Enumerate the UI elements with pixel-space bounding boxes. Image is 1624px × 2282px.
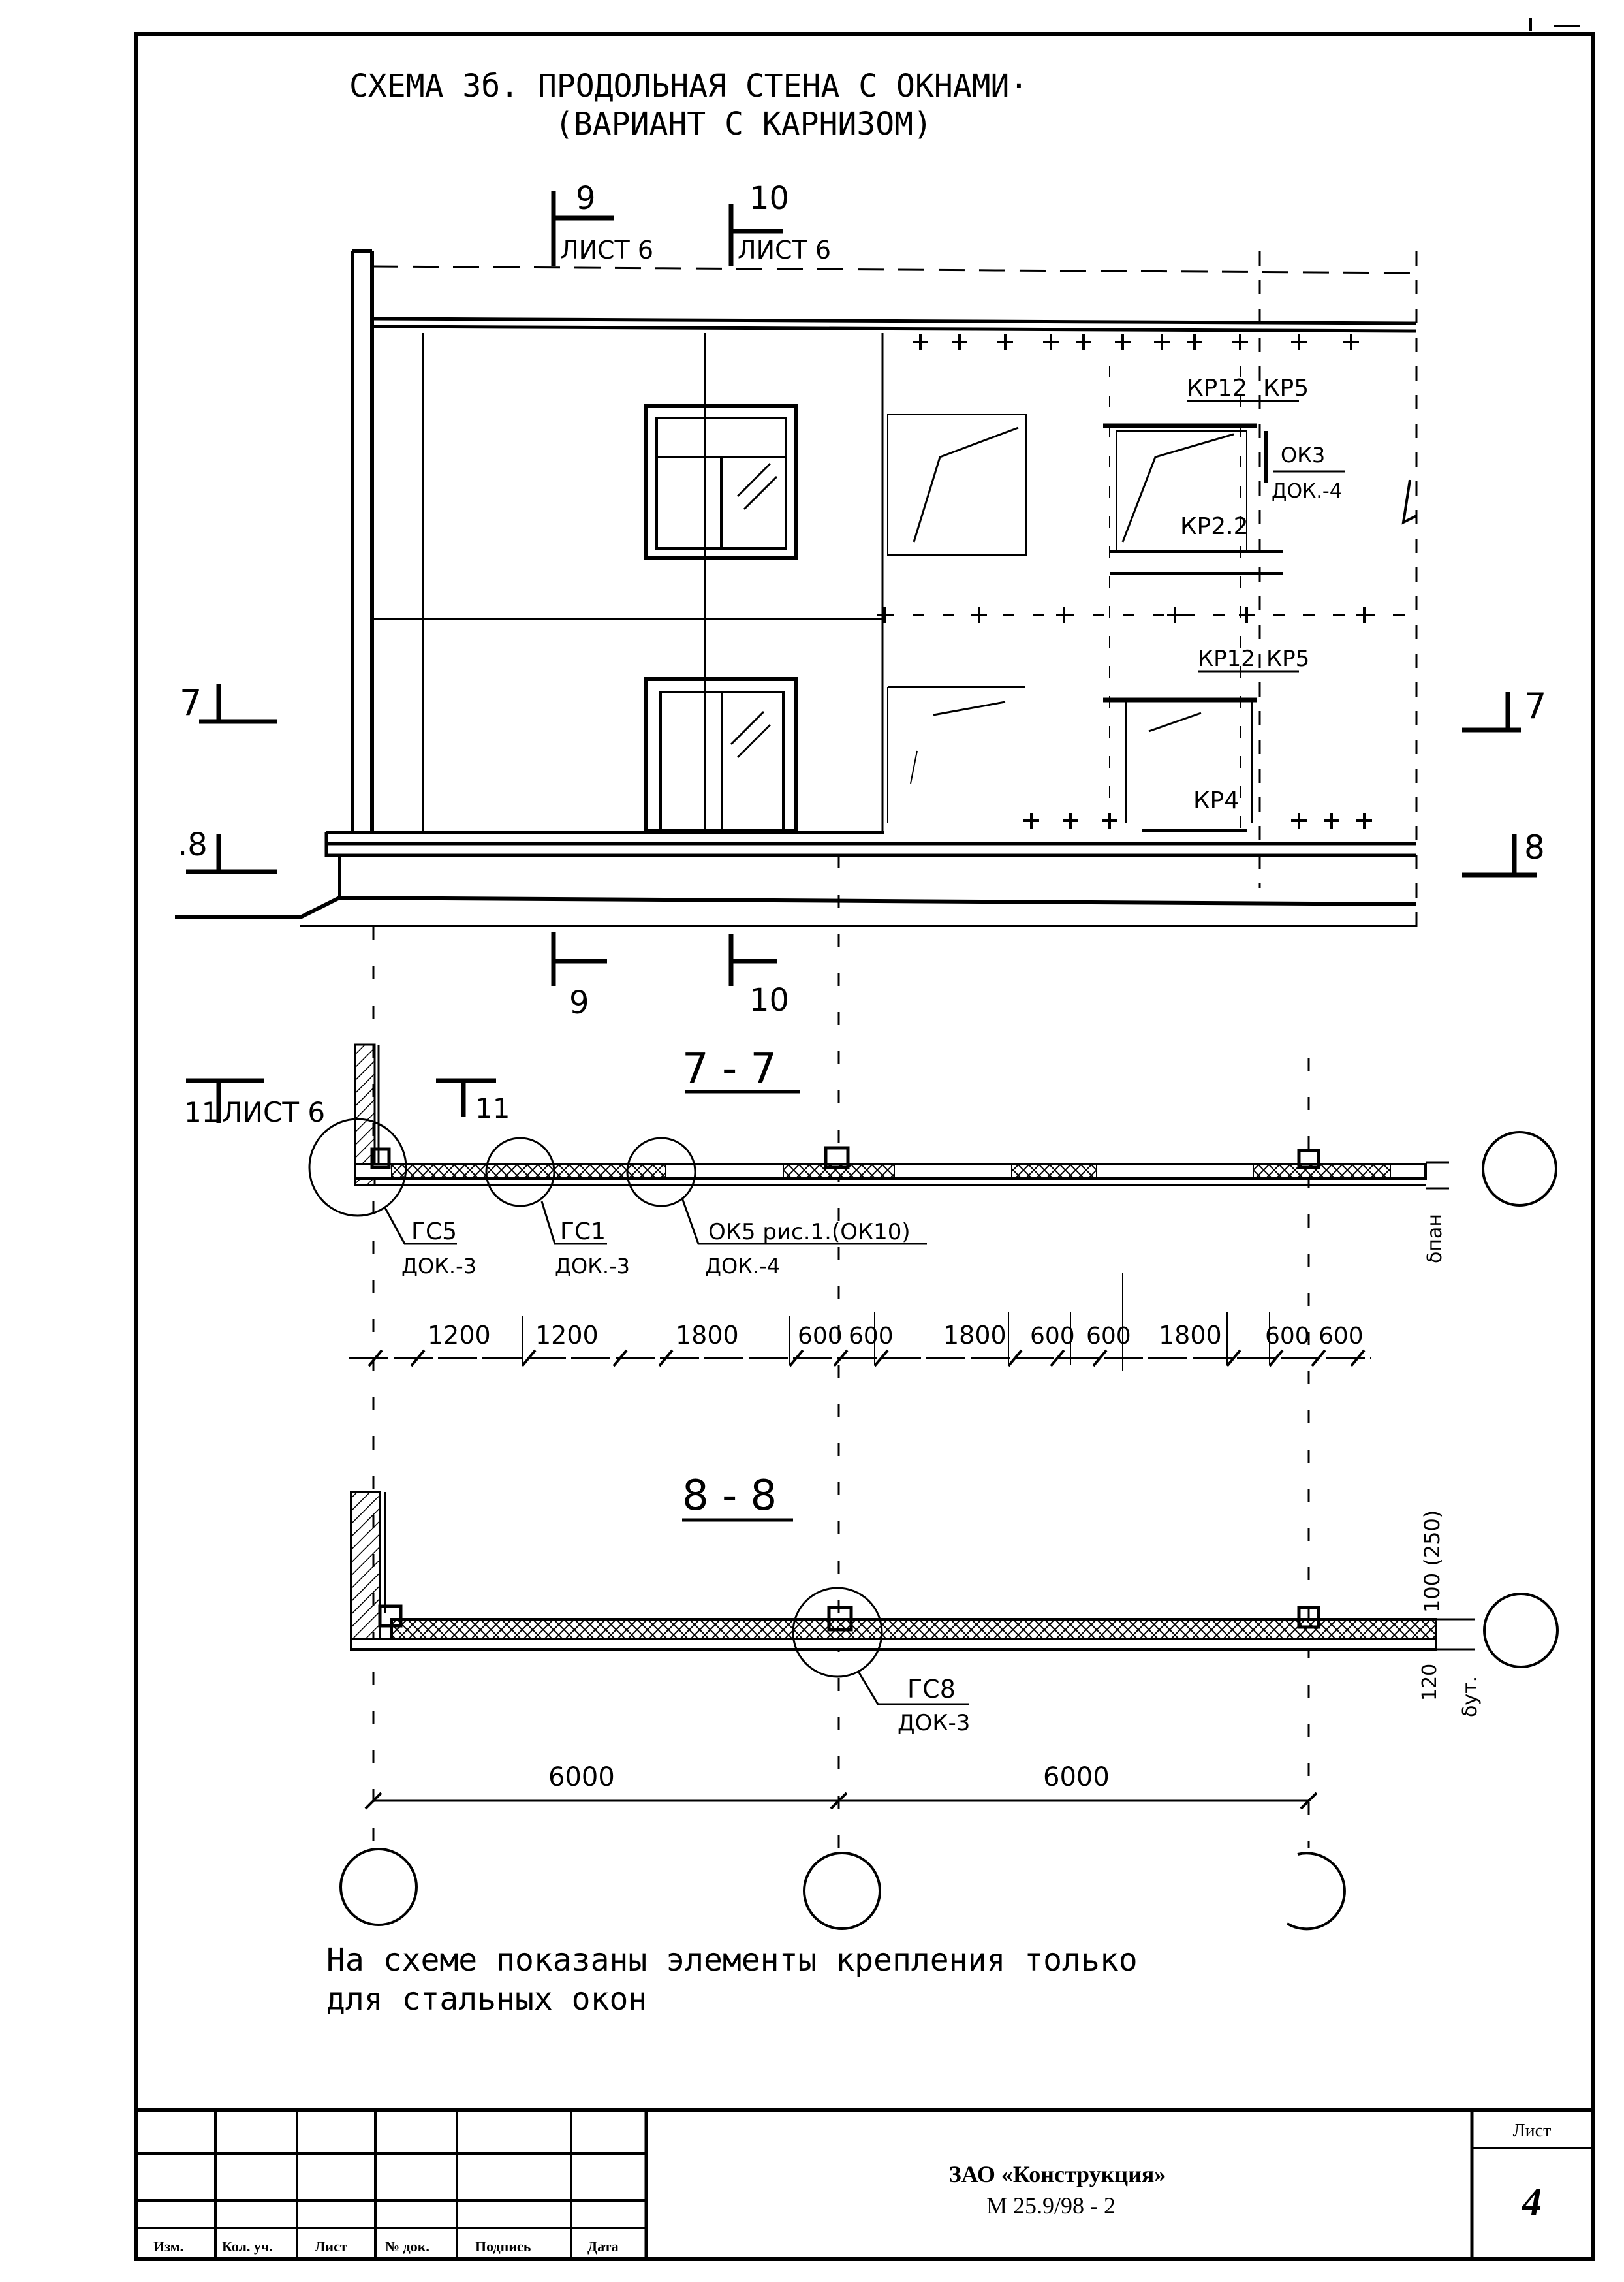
section-9-bottom-label: 9 [569, 985, 589, 1021]
cut-8-left-label: .8 [178, 827, 208, 863]
note-line-2: для стальных окон [326, 1981, 647, 2018]
span-6000-left: 6000 [548, 1762, 615, 1792]
gc8-doc-label: ДОК-3 [898, 1710, 970, 1736]
section-10-number: 10 [749, 180, 789, 217]
dim-1800-c: 1800 [1159, 1321, 1222, 1350]
dim-600-b: 600 [849, 1323, 894, 1350]
dim-1200-b: 1200 [535, 1321, 599, 1350]
sheet-label: Лист [1513, 2121, 1552, 2141]
kp5-top-label: КР5 [1263, 375, 1309, 402]
plan-section-7-7: 7 - 7 11 ЛИСТ 6 11 ГС5 ДОК.-3 ГС1 ДОК [184, 1043, 1557, 1371]
axis-bubble-middle [803, 1852, 881, 1930]
schema-title-line2: (ВАРИАНТ С КАРНИЗОМ) [555, 106, 932, 142]
axis-bubble-right [1286, 1852, 1346, 1931]
mark-11-sheet: ЛИСТ 6 [222, 1096, 325, 1128]
mark-11-right: 11 [475, 1092, 510, 1124]
dim-1800-b: 1800 [943, 1321, 1007, 1350]
kp5-mid-label: КР5 [1266, 646, 1309, 672]
insulation-thickness-label: δут. [1459, 1676, 1482, 1717]
corner-mark [1529, 18, 1580, 31]
gc5-label: ГС5 [411, 1218, 457, 1245]
cut-7-left-label: 7 [180, 682, 202, 723]
organization-name: ЗАО «Конструкция» [949, 2161, 1166, 2187]
gc8-label: ГС8 [907, 1675, 956, 1704]
section-9-number: 9 [576, 180, 596, 217]
section-9-sheet: ЛИСТ 6 [560, 236, 653, 264]
section-7-7-title: 7 - 7 [682, 1045, 777, 1093]
cut-8-right-label: 8 [1524, 829, 1545, 866]
axis-bubble-77 [1482, 1131, 1557, 1207]
wall-elevation: 9 ЛИСТ 6 10 ЛИСТ 6 [175, 180, 1546, 1021]
col-doc-num: № док. [385, 2238, 429, 2255]
title-block: Изм. Кол. уч. Лист № док. Подпись Дата З… [136, 2108, 1593, 2259]
section-mark-9-top [551, 191, 614, 266]
dim-600-d: 600 [1086, 1323, 1131, 1350]
dim-100-250: 100 (250) [1420, 1510, 1444, 1613]
sheet-number: 4 [1522, 2180, 1542, 2223]
col-list: Лист [315, 2238, 347, 2255]
ok3-label: ОК3 [1281, 443, 1325, 467]
section-8-8-title: 8 - 8 [682, 1472, 777, 1520]
dim-600-c: 600 [1030, 1323, 1075, 1350]
ok3-doc-label: ДОК.-4 [1272, 480, 1342, 503]
span-6000-right: 6000 [1043, 1762, 1110, 1792]
gc1-doc-label: ДОК.-3 [555, 1254, 630, 1278]
col-signature: Подпись [475, 2238, 531, 2255]
col-izm: Изм. [153, 2238, 183, 2255]
section-mark-10-top [728, 204, 783, 266]
dim-600-a: 600 [798, 1323, 843, 1350]
schema-title-line1: СХЕМА 3б. ПРОДОЛЬНАЯ СТЕНА С ОКНАМИ· [349, 68, 1028, 104]
dim-1200-a: 1200 [428, 1321, 491, 1350]
dim-600-e: 600 [1265, 1323, 1310, 1350]
mark-11-left: 11 [184, 1096, 219, 1128]
axis-bubble-88 [1483, 1593, 1559, 1668]
kp22-label: КР2.2 [1180, 513, 1249, 540]
panel-thickness-label: δпан [1424, 1214, 1446, 1263]
col-kol-uch: Кол. уч. [222, 2238, 273, 2255]
gc5-doc-label: ДОК.-3 [401, 1254, 476, 1278]
section-10-sheet: ЛИСТ 6 [738, 236, 831, 264]
cut-7-right-label: 7 [1524, 686, 1546, 727]
ok5-label: ОК5 рис.1.(ОК10) [708, 1219, 911, 1245]
dim-1800-a: 1800 [676, 1321, 739, 1350]
dim-600-f: 600 [1319, 1323, 1364, 1350]
kp12-top-label: КР12 [1187, 375, 1247, 402]
document-code: М 25.9/98 - 2 [986, 2193, 1116, 2219]
col-date: Дата [587, 2238, 619, 2255]
note-line-1: На схеме показаны элементы крепления тол… [326, 1942, 1138, 1978]
kp12-mid-label: КР12 [1198, 646, 1255, 672]
axis-bubble-left [339, 1848, 418, 1926]
ok5-doc-label: ДОК.-4 [705, 1254, 780, 1278]
gc1-label: ГС1 [560, 1218, 606, 1245]
section-10-bottom-label: 10 [749, 982, 789, 1019]
sheet-frame [134, 32, 1595, 2261]
plan-section-8-8: 8 - 8 ГС8 ДОК-3 100 (250) 120 δут. 6000 … [350, 1472, 1559, 1810]
dim-120: 120 [1418, 1664, 1441, 1701]
kp4-label: КР4 [1193, 787, 1239, 814]
